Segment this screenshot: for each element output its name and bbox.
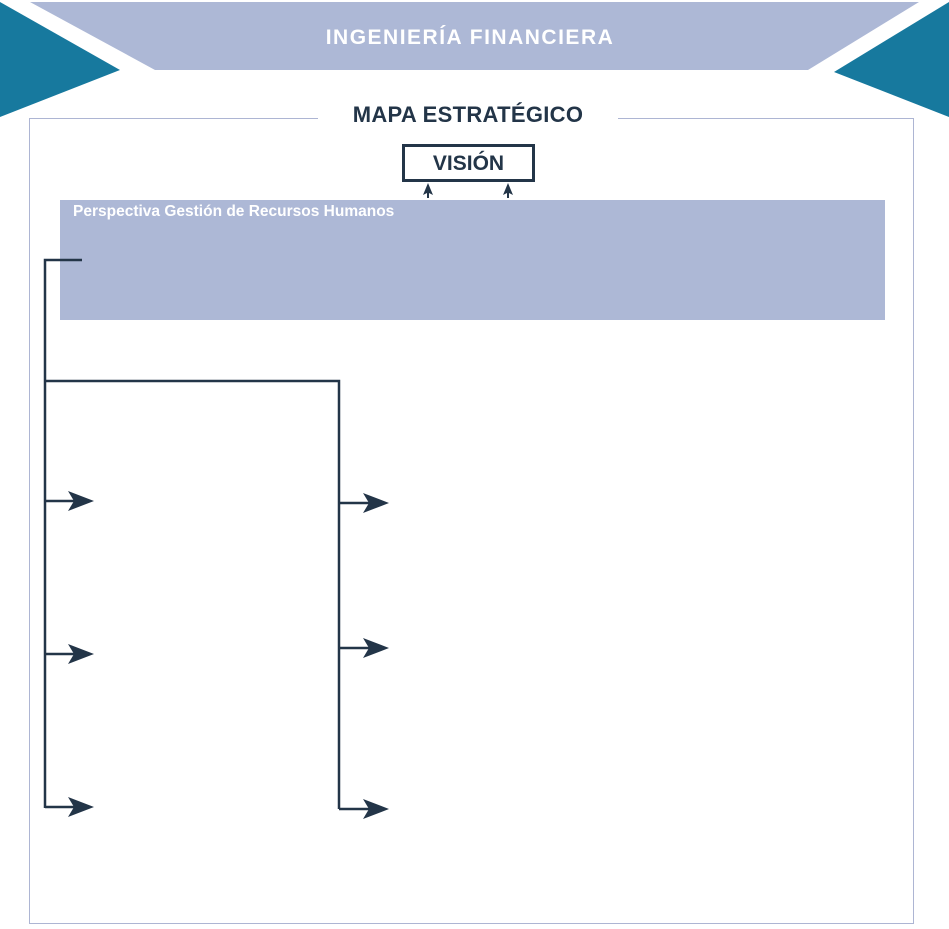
perspective-box: Perspectiva Gestión de Recursos Humanos [60,200,885,320]
banner-title: INGENIERÍA FINANCIERA [325,26,615,49]
header-banner [0,2,949,117]
map-title: MAPA ESTRATÉGICO [318,98,618,132]
vision-box: VISIÓN [402,144,535,182]
right-teal-triangle [834,2,949,117]
perspective-title: Perspectiva Gestión de Recursos Humanos [73,203,395,220]
banner-band [30,2,919,70]
left-teal-triangle [0,2,120,117]
